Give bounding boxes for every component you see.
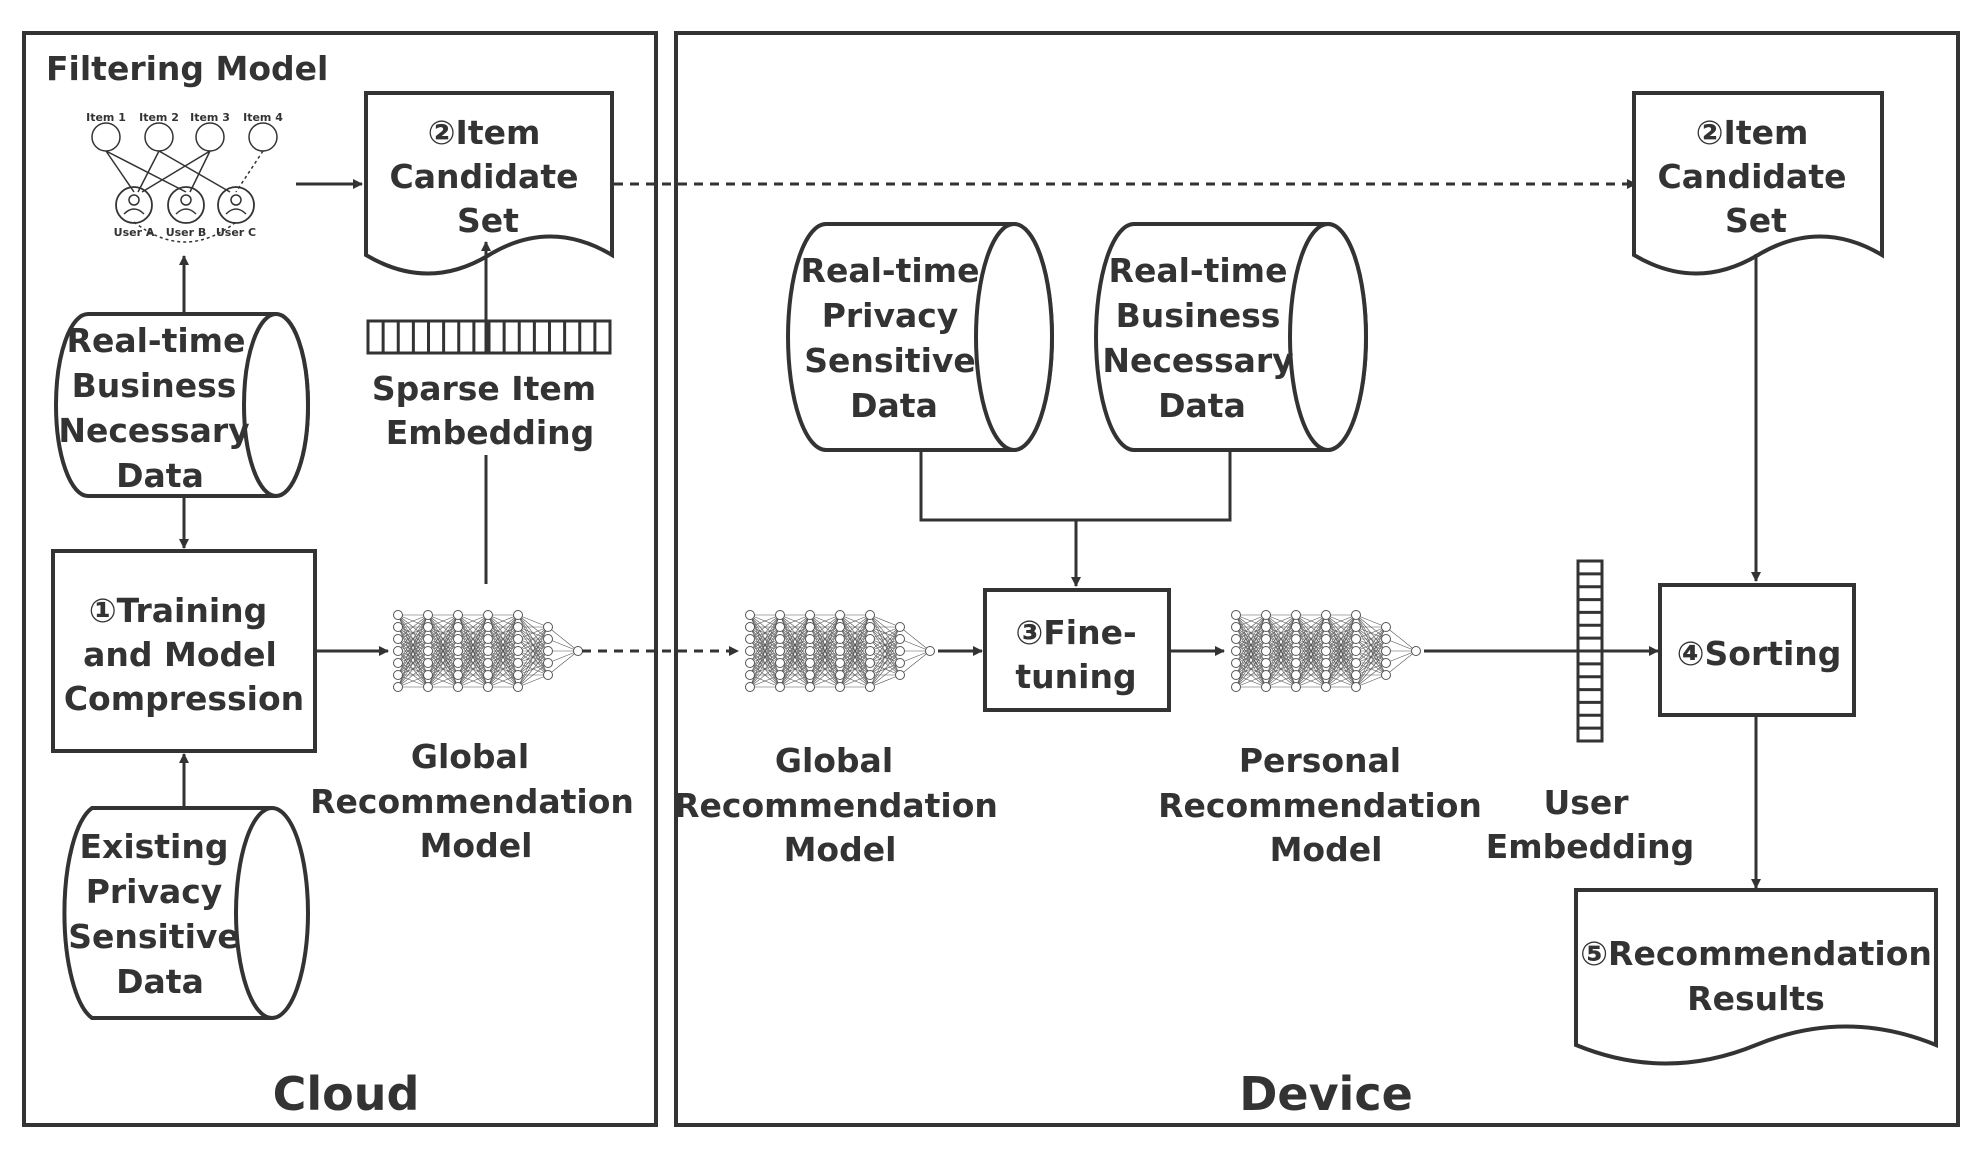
device-privacy-data-cylinder <box>786 222 1054 452</box>
filtering-model-title: Filtering Model <box>46 49 328 88</box>
personal-line3: Model <box>1270 830 1383 869</box>
existing-privacy-line3: Sensitive <box>68 917 240 956</box>
user-avatar-icon <box>217 186 255 224</box>
existing-privacy-line2: Privacy <box>86 872 223 911</box>
device-privacy-line4: Data <box>850 386 938 425</box>
device-business-line4: Data <box>1158 386 1246 425</box>
cloud-global-line3: Model <box>420 826 533 865</box>
device-privacy-line3: Sensitive <box>804 341 976 380</box>
finetuning-line2: tuning <box>1015 657 1136 696</box>
user-embedding-bar <box>1576 559 1604 743</box>
filtering-model-graph: Item 1 Item 2 Item 3 Item 4 User A User … <box>86 111 283 243</box>
cloud-item-candidate-set <box>364 91 614 276</box>
user-embedding-line2: Embedding <box>1486 827 1695 866</box>
user-avatar-icon <box>167 186 205 224</box>
device-business-line3: Necessary <box>1102 341 1293 380</box>
sorting-label: ④Sorting <box>1677 634 1842 673</box>
device-candidate-line1: ②Item <box>1696 113 1809 152</box>
cloud-business-line1: Real-time <box>67 321 246 360</box>
cloud-global-line2: Recommendation <box>310 782 634 821</box>
cloud-business-data-cylinder <box>54 312 310 498</box>
personal-line1: Personal <box>1239 741 1401 780</box>
device-business-line2: Business <box>1116 296 1281 335</box>
cloud-business-line3: Necessary <box>58 411 249 450</box>
device-global-model-network <box>745 610 935 692</box>
existing-privacy-line4: Data <box>116 962 204 1001</box>
personal-model-network <box>1231 610 1421 692</box>
device-global-line3: Model <box>784 830 897 869</box>
cloud-business-line4: Data <box>116 456 204 495</box>
existing-privacy-data-cylinder <box>62 806 310 1020</box>
sparse-embedding-line2: Embedding <box>386 413 595 452</box>
existing-privacy-line1: Existing <box>80 827 229 866</box>
device-candidate-line2: Candidate <box>1658 157 1847 196</box>
results-line1: ⑤Recommendation <box>1580 934 1932 973</box>
device-item-candidate-set <box>1632 91 1884 276</box>
training-line3: Compression <box>64 679 304 718</box>
sparse-embedding-line1: Sparse Item <box>372 369 596 408</box>
user-avatar-icon <box>115 186 153 224</box>
device-global-line1: Global <box>775 741 893 780</box>
device-business-data-cylinder <box>1094 222 1368 452</box>
device-candidate-line3: Set <box>1725 201 1787 240</box>
training-line1: ①Training <box>89 591 268 630</box>
device-privacy-line2: Privacy <box>822 296 959 335</box>
cloud-title: Cloud <box>273 1067 420 1121</box>
recommendation-results-doc <box>1574 888 1938 1066</box>
training-compression-box <box>51 549 317 753</box>
cloud-candidate-line3: Set <box>457 201 519 240</box>
training-line2: and Model <box>83 635 277 674</box>
personal-line2: Recommendation <box>1158 786 1482 825</box>
device-privacy-line1: Real-time <box>801 251 980 290</box>
device-business-line1: Real-time <box>1109 251 1288 290</box>
item-4-label: Item 4 <box>243 111 283 124</box>
device-title: Device <box>1239 1067 1413 1121</box>
item-2-label: Item 2 <box>139 111 179 124</box>
user-a-label: User A <box>114 226 155 239</box>
cloud-global-model-network <box>393 610 583 692</box>
user-embedding-line1: User <box>1543 783 1629 822</box>
device-global-line2: Recommendation <box>674 786 998 825</box>
user-c-label: User C <box>216 226 256 239</box>
user-b-label: User B <box>166 226 207 239</box>
cloud-global-line1: Global <box>411 737 529 776</box>
item-3-label: Item 3 <box>190 111 230 124</box>
sparse-item-embedding-bar <box>366 319 612 355</box>
finetuning-line1: ③Fine- <box>1015 613 1136 652</box>
cloud-candidate-line1: ②Item <box>428 113 541 152</box>
item-1-label: Item 1 <box>86 111 126 124</box>
cloud-business-line2: Business <box>72 366 237 405</box>
cloud-candidate-line2: Candidate <box>390 157 579 196</box>
results-line2: Results <box>1687 979 1825 1018</box>
